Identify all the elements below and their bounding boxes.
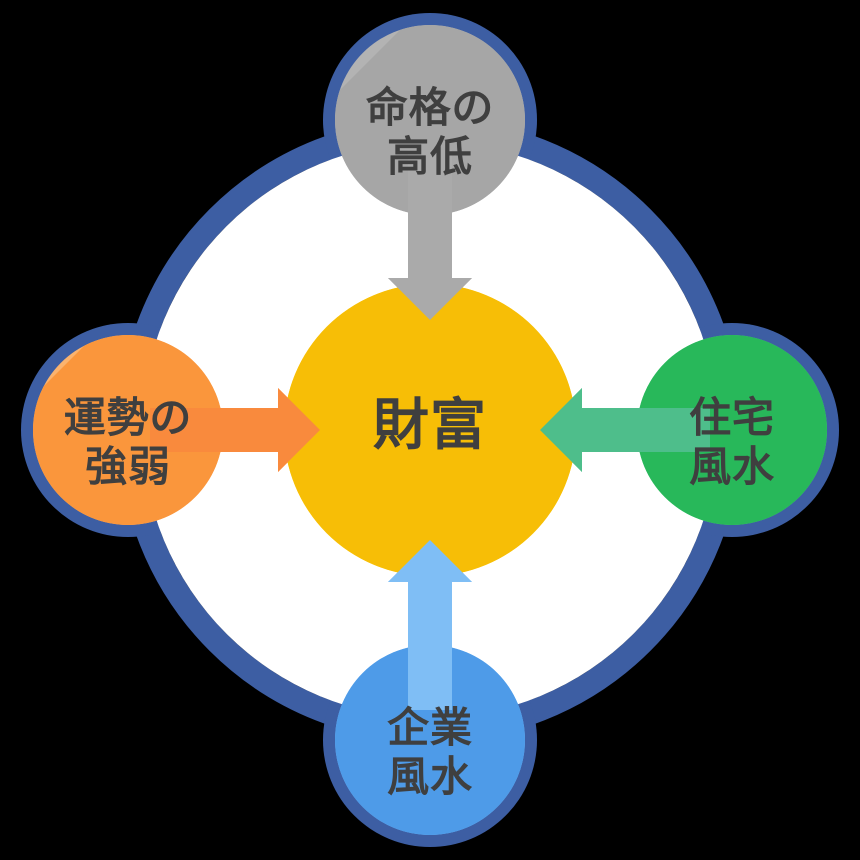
arrow-top-tip <box>388 278 472 320</box>
arrow-tips-overlay <box>278 278 582 582</box>
arrow-top-to-center <box>388 150 472 320</box>
arrow-right-tip <box>540 388 582 472</box>
arrow-right-to-center <box>540 388 710 472</box>
arrow-bottom-to-center <box>388 540 472 710</box>
arrow-bottom-tip <box>388 540 472 582</box>
arrow-left-to-center <box>150 388 320 472</box>
arrow-left-tip <box>278 388 320 472</box>
